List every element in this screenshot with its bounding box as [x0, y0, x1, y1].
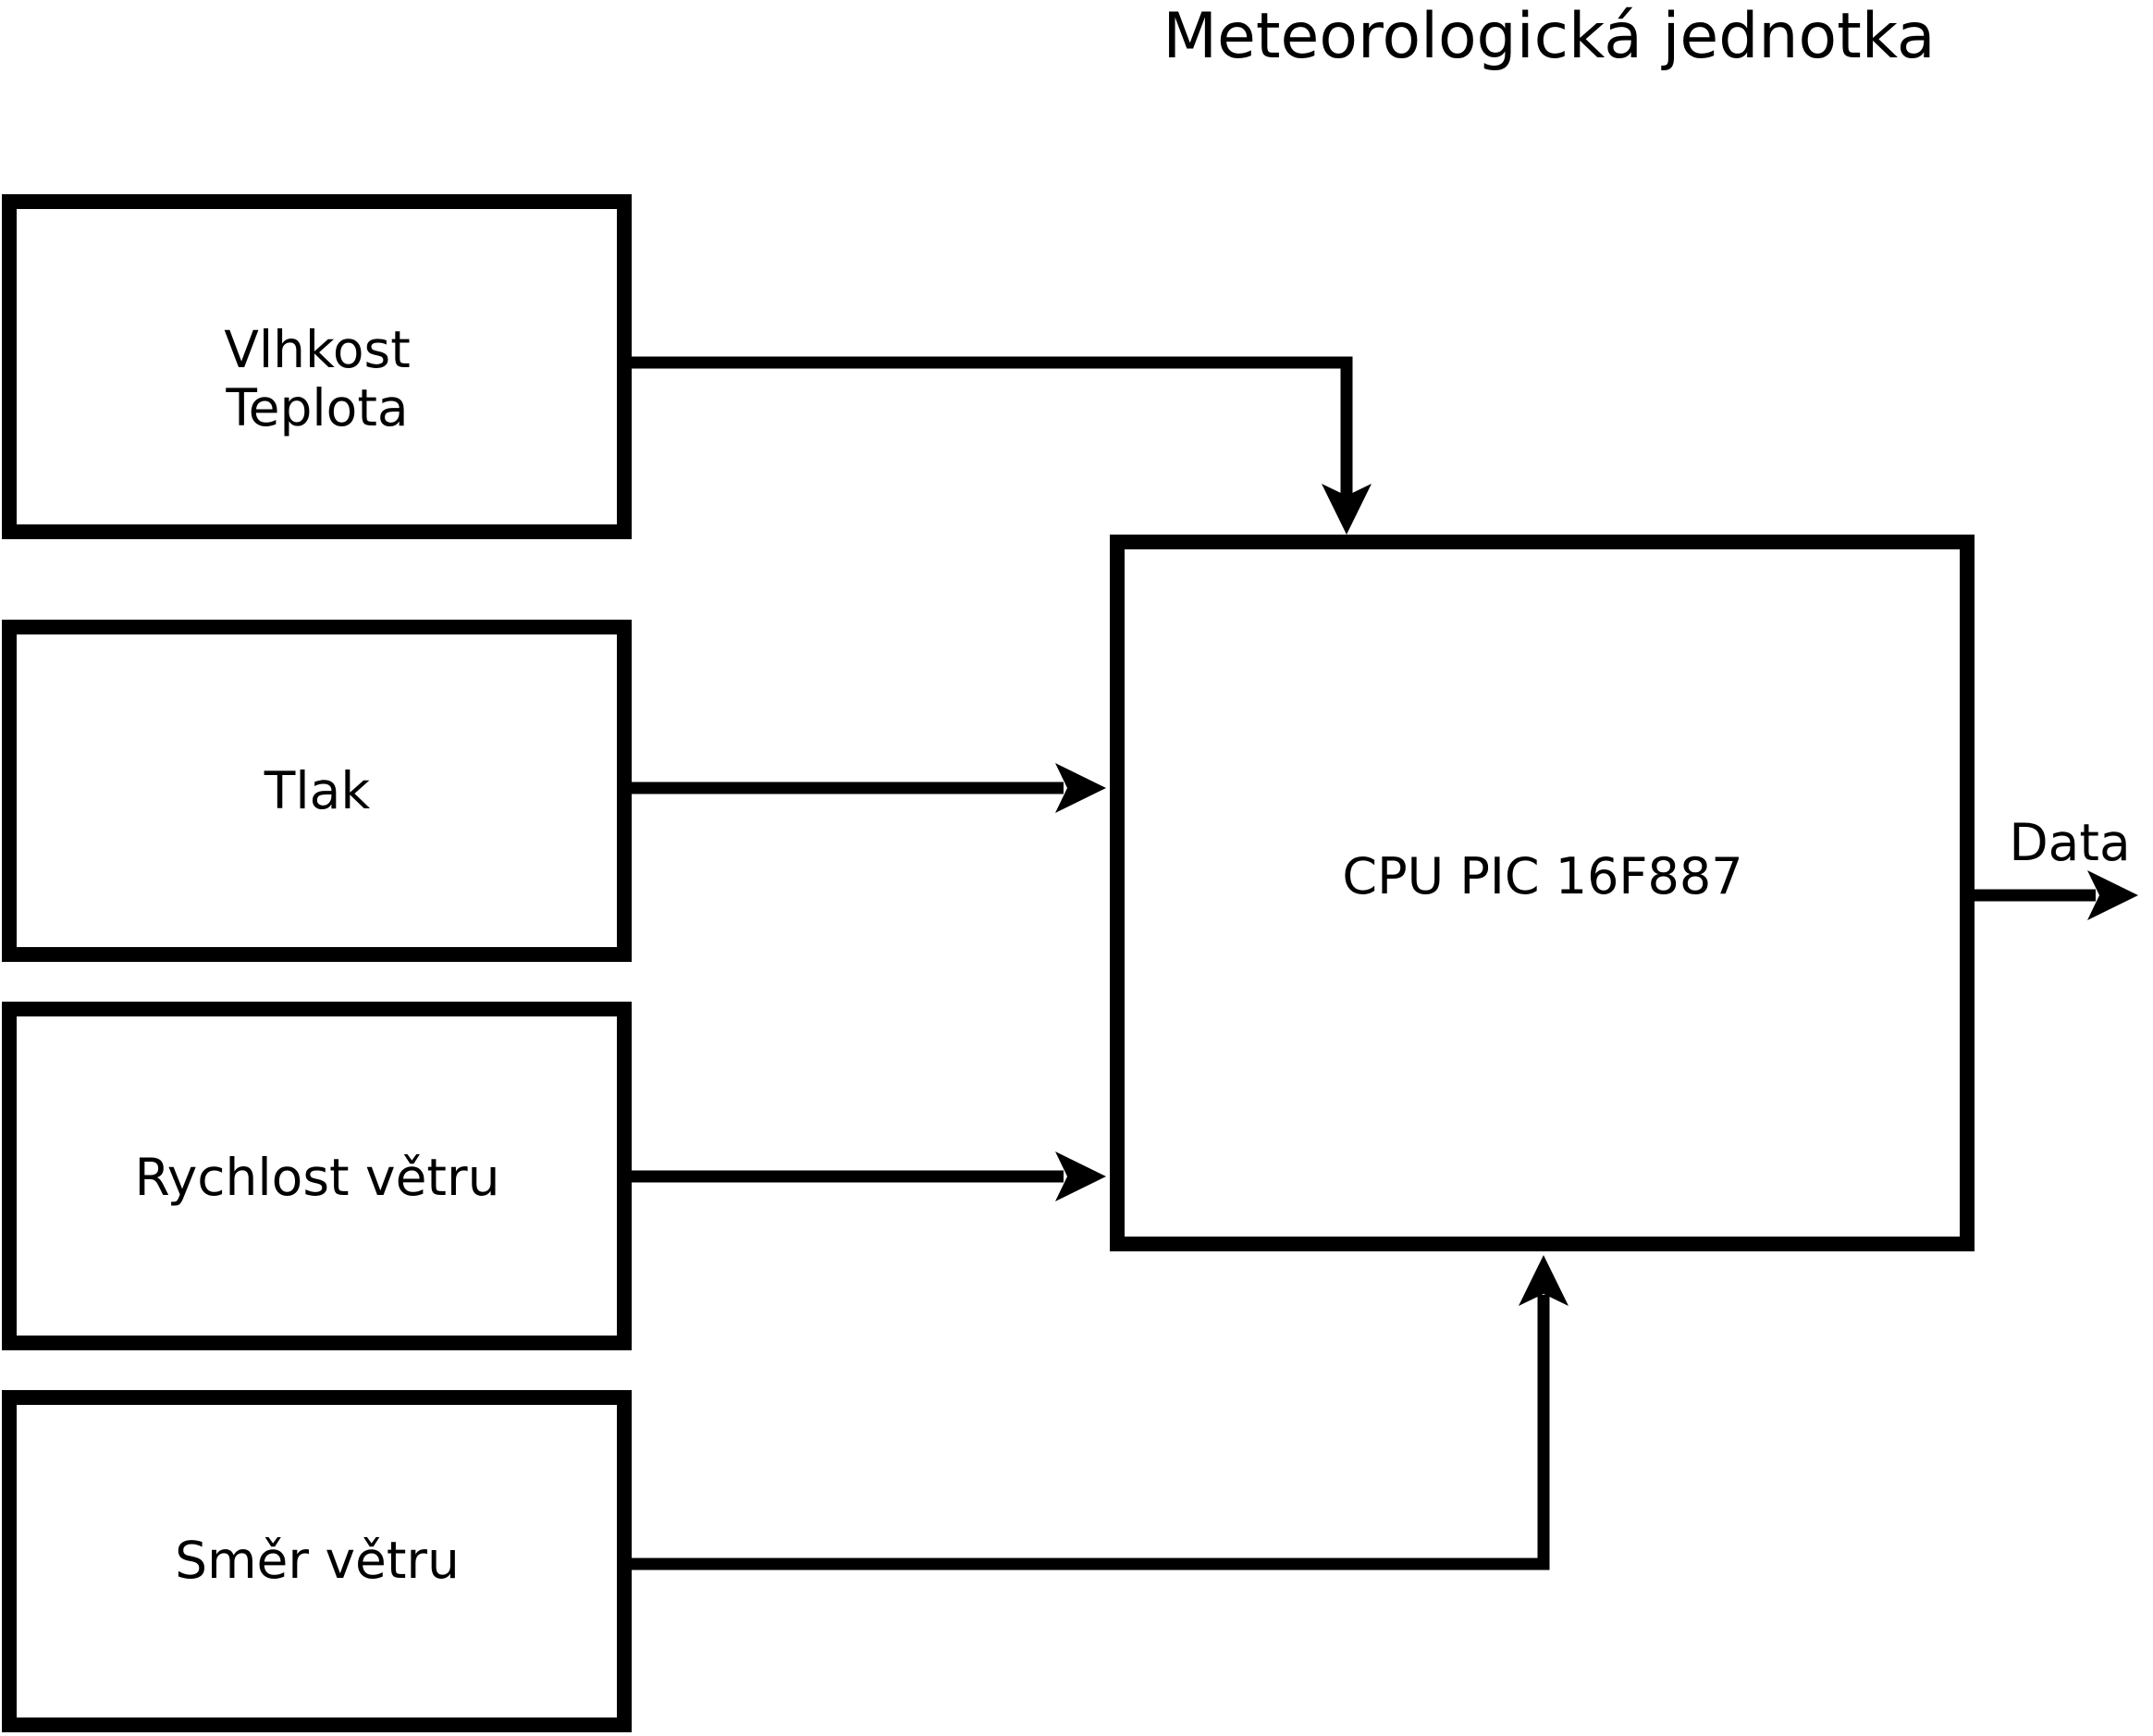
- cpu-label: CPU PIC 16F887: [1342, 847, 1742, 905]
- node-cpu: CPU PIC 16F887: [1110, 535, 1975, 1251]
- arrowhead-right-icon: [2087, 870, 2138, 920]
- node-pressure: Tlak: [2, 620, 632, 962]
- node-humidity-temperature: Vlhkost Teplota: [2, 194, 632, 539]
- node-wind-direction: Směr větru: [2, 1390, 632, 1732]
- arrowhead-up-icon: [1519, 1255, 1569, 1306]
- arrowhead-right-icon: [1055, 1151, 1106, 1201]
- data-output-label: Data: [2009, 813, 2130, 872]
- connector-cpu-data-output: Data: [1975, 813, 2138, 920]
- humidity-label: Vlhkost: [224, 320, 411, 379]
- wind-speed-label: Rychlost větru: [135, 1148, 500, 1207]
- wind-speed-box: [2, 1002, 632, 1350]
- wind-direction-box: [2, 1390, 632, 1732]
- pressure-label: Tlak: [264, 761, 371, 820]
- connector-wind-speed-to-cpu: [632, 1151, 1106, 1201]
- temperature-label: Teplota: [225, 378, 408, 437]
- node-wind-speed: Rychlost větru: [2, 1002, 632, 1350]
- wind-direction-label: Směr větru: [175, 1531, 460, 1590]
- humidity-to-cpu-line: [632, 356, 1353, 499]
- connector-humidity-to-cpu: [632, 356, 1372, 535]
- cpu-box: [1110, 535, 1975, 1251]
- pressure-box: [2, 620, 632, 962]
- humidity-temperature-box: [2, 194, 632, 539]
- arrowhead-down-icon: [1322, 484, 1372, 535]
- connector-pressure-to-cpu: [632, 763, 1106, 813]
- diagram-title: Meteorologická jednotka: [1163, 0, 1935, 73]
- connector-wind-direction-to-cpu: [632, 1255, 1569, 1570]
- arrowhead-right-icon: [1055, 763, 1106, 813]
- wind-direction-to-cpu-line: [632, 1295, 1550, 1570]
